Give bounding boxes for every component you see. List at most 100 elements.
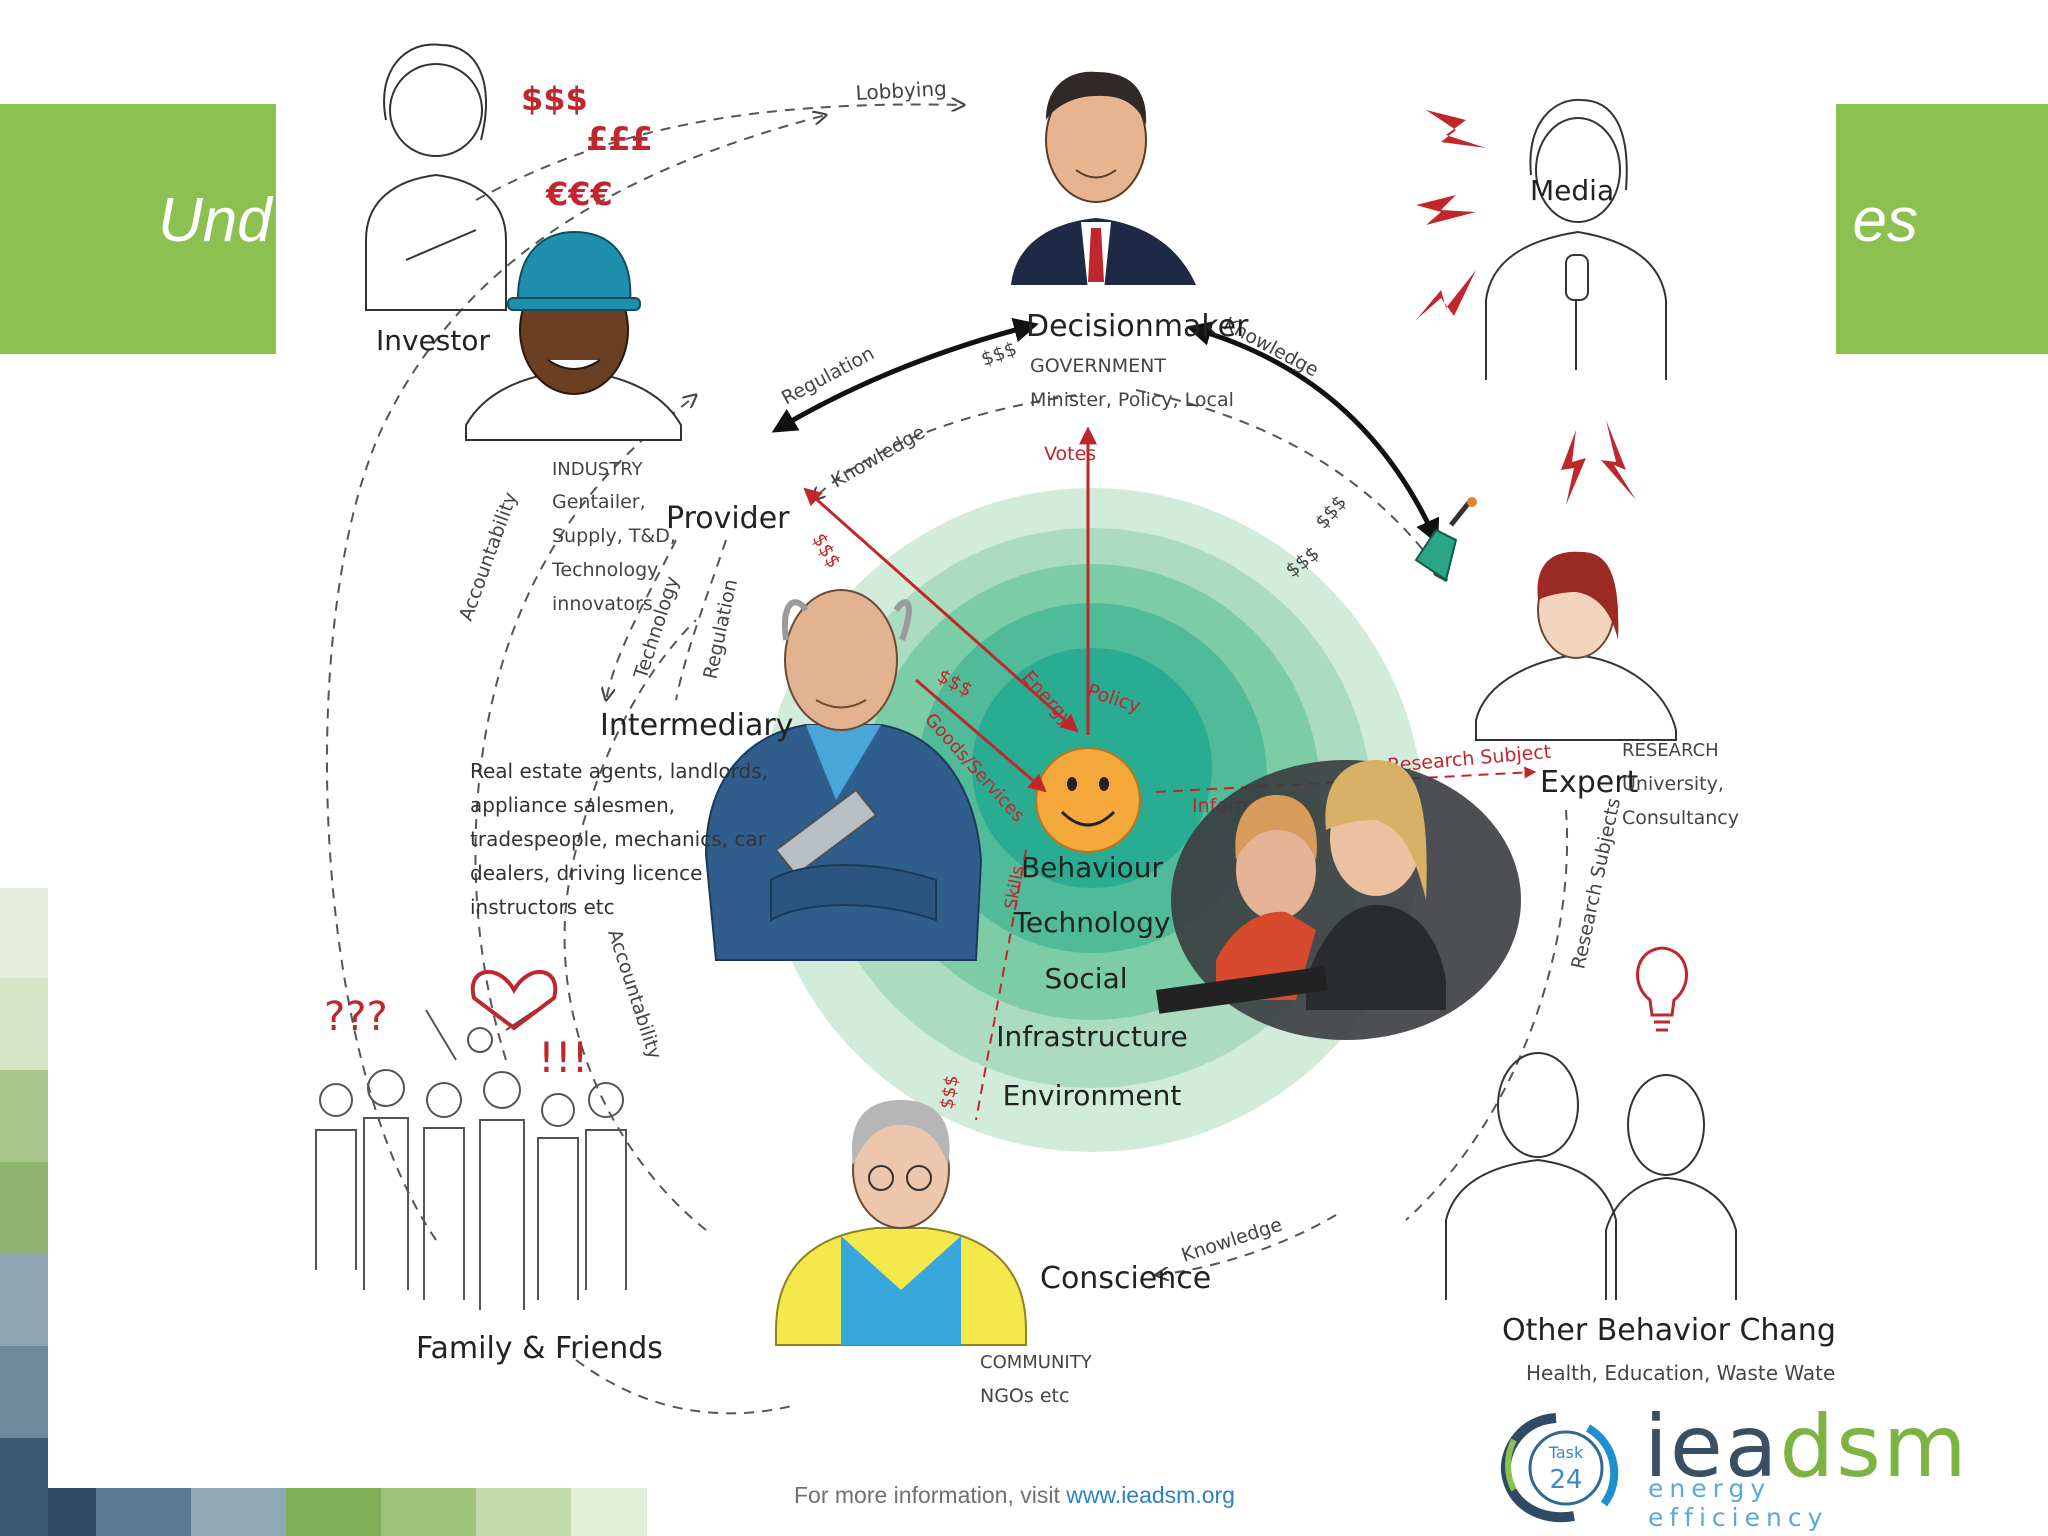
orbit-lobbying: [475, 104, 964, 201]
provider-line-2: Gentailer,: [552, 491, 646, 513]
provider-name: Provider: [666, 501, 790, 536]
provider-line-1: INDUSTRY: [552, 459, 644, 480]
decisionmaker-line-1: GOVERNMENT: [1030, 355, 1166, 377]
decisionmaker-figure: [1011, 71, 1196, 290]
presenters-photo: [1155, 760, 1521, 1040]
orbit-technology: [606, 539, 677, 700]
label-knowledge-provider: Knowledge: [828, 421, 929, 492]
label-money-right-1: $$$: [1311, 491, 1351, 533]
task-number: 24: [1549, 1465, 1582, 1495]
intermediary-figure: [704, 589, 983, 961]
family-name: Family & Friends: [416, 1331, 663, 1366]
layer-technology: Technology: [1013, 906, 1171, 939]
expert-figure: [1414, 497, 1677, 741]
tile: [0, 1070, 48, 1162]
slide-title: Und es: [158, 185, 1918, 256]
logo-iea: iea: [1644, 1397, 1780, 1497]
task24-badge-icon: Task 24: [1500, 1413, 1619, 1523]
tile: [476, 1488, 571, 1536]
logo-tagline: energy efficiency: [1648, 1474, 1829, 1532]
orbit-regulation-mid: [675, 539, 727, 701]
intermediary-line-4: dealers, driving licence: [470, 861, 702, 885]
logo-dsm: dsm: [1779, 1397, 1969, 1497]
other-changers-line-1: Health, Education, Waste Water, etc: [1526, 1361, 1836, 1385]
label-votes: Votes: [1044, 443, 1096, 465]
conscience-figure: [775, 1100, 1027, 1346]
media-name: Media: [1530, 174, 1614, 207]
tile: [0, 1162, 48, 1254]
investor-figure: [365, 43, 507, 311]
orbit-bottom: [575, 1359, 797, 1415]
label-money-left: $$$: [808, 530, 845, 572]
footer-note-prefix: For more information, visit: [794, 1482, 1067, 1508]
tile: [0, 1346, 48, 1438]
intermediary-line-1: Real estate agents, landlords,: [470, 759, 768, 783]
label-technology: Technology: [630, 574, 684, 683]
family-crowd-figure: [315, 1009, 627, 1310]
lightbulb-icon: [1636, 946, 1688, 1032]
provider-line-5: innovators: [552, 593, 653, 615]
media-signal-icons: [1416, 110, 1636, 505]
intermediary-line-2: appliance salesmen,: [470, 793, 675, 817]
orbit-inner: [563, 619, 707, 1231]
tile: [0, 1254, 48, 1346]
expert-name: Expert: [1540, 765, 1639, 800]
tile: [96, 1488, 191, 1536]
stakeholder-diagram: Behaviour Technology Social Infrastructu…: [276, 0, 1836, 1485]
label-lobbying: Lobbying: [855, 76, 947, 105]
slide-title-left: Und: [158, 186, 272, 255]
arrow-knowledge-top: [1186, 321, 1440, 545]
investor-money-usd: $$$: [521, 80, 588, 118]
expert-line-1: RESEARCH: [1622, 740, 1719, 761]
conscience-line-2: NGOs etc: [980, 1385, 1069, 1407]
label-money-top: $$$: [978, 338, 1020, 371]
layer-social: Social: [1044, 962, 1127, 995]
layer-behaviour: Behaviour: [1021, 851, 1164, 884]
intermediary-name: Intermediary: [600, 708, 793, 743]
conscience-line-1: COMMUNITY: [980, 1352, 1093, 1373]
investor-money-gbp: £££: [586, 120, 653, 158]
smiley-icon: [1035, 747, 1141, 853]
orbit-outer: [325, 115, 826, 1241]
conscience-name: Conscience: [1040, 1261, 1211, 1296]
family-mark-question: ???: [324, 994, 388, 1040]
decisionmaker-line-2: Minister, Policy, Local: [1030, 389, 1234, 411]
footer-link[interactable]: www.ieadsm.org: [1066, 1482, 1235, 1508]
media-figure: [1485, 98, 1667, 380]
orbit-knowledge-bottom: [1156, 1214, 1337, 1275]
label-accountability-left: Accountability: [455, 489, 522, 623]
footer-note: For more information, visit www.ieadsm.o…: [794, 1482, 1235, 1509]
ieadsm-logo: Task 24 ieadsm energy efficiency: [1496, 1404, 1967, 1532]
tile: [0, 978, 48, 1070]
provider-line-3: Supply, T&D,: [552, 525, 676, 547]
arrow-goods: [915, 678, 1047, 793]
slide-title-right: es: [1852, 186, 1918, 255]
intermediary-line-5: instructors etc: [470, 895, 615, 919]
arrow-skills: [975, 849, 1027, 1121]
investor-name: Investor: [376, 324, 490, 357]
tile: [48, 1488, 96, 1536]
diagram-svg: Behaviour Technology Social Infrastructu…: [315, 43, 1836, 1415]
tile: [191, 1488, 286, 1536]
expert-line-2: University,: [1622, 773, 1724, 795]
other-changers-name: Other Behavior Changers: [1502, 1313, 1836, 1348]
tile: [571, 1488, 647, 1536]
arrow-regulation-top: [771, 317, 1039, 433]
expert-line-3: Consultancy: [1622, 807, 1739, 829]
provider-figure: [465, 230, 682, 441]
label-regulation-mid: Regulation: [699, 577, 742, 681]
tile: [0, 1438, 48, 1536]
label-accountability-mid: Accountability: [603, 927, 666, 1062]
intermediary-line-3: tradespeople, mechanics, car: [470, 827, 767, 851]
task-label: Task: [1548, 1443, 1584, 1462]
family-mark-exclaim: !!!: [538, 1033, 589, 1082]
orbit-research: [1405, 809, 1569, 1221]
other-changers-figure: [1445, 1052, 1737, 1300]
decisionmaker-name: Decisionmaker: [1026, 309, 1249, 344]
provider-line-4: Technology: [551, 559, 658, 581]
logo-wordmark: ieadsm: [1644, 1404, 1969, 1490]
heart-icon: [470, 970, 558, 1031]
arrow-money-left: [803, 487, 1079, 733]
layer-infrastructure: Infrastructure: [996, 1020, 1188, 1053]
label-research-subjects: Research Subjects: [1567, 796, 1625, 971]
